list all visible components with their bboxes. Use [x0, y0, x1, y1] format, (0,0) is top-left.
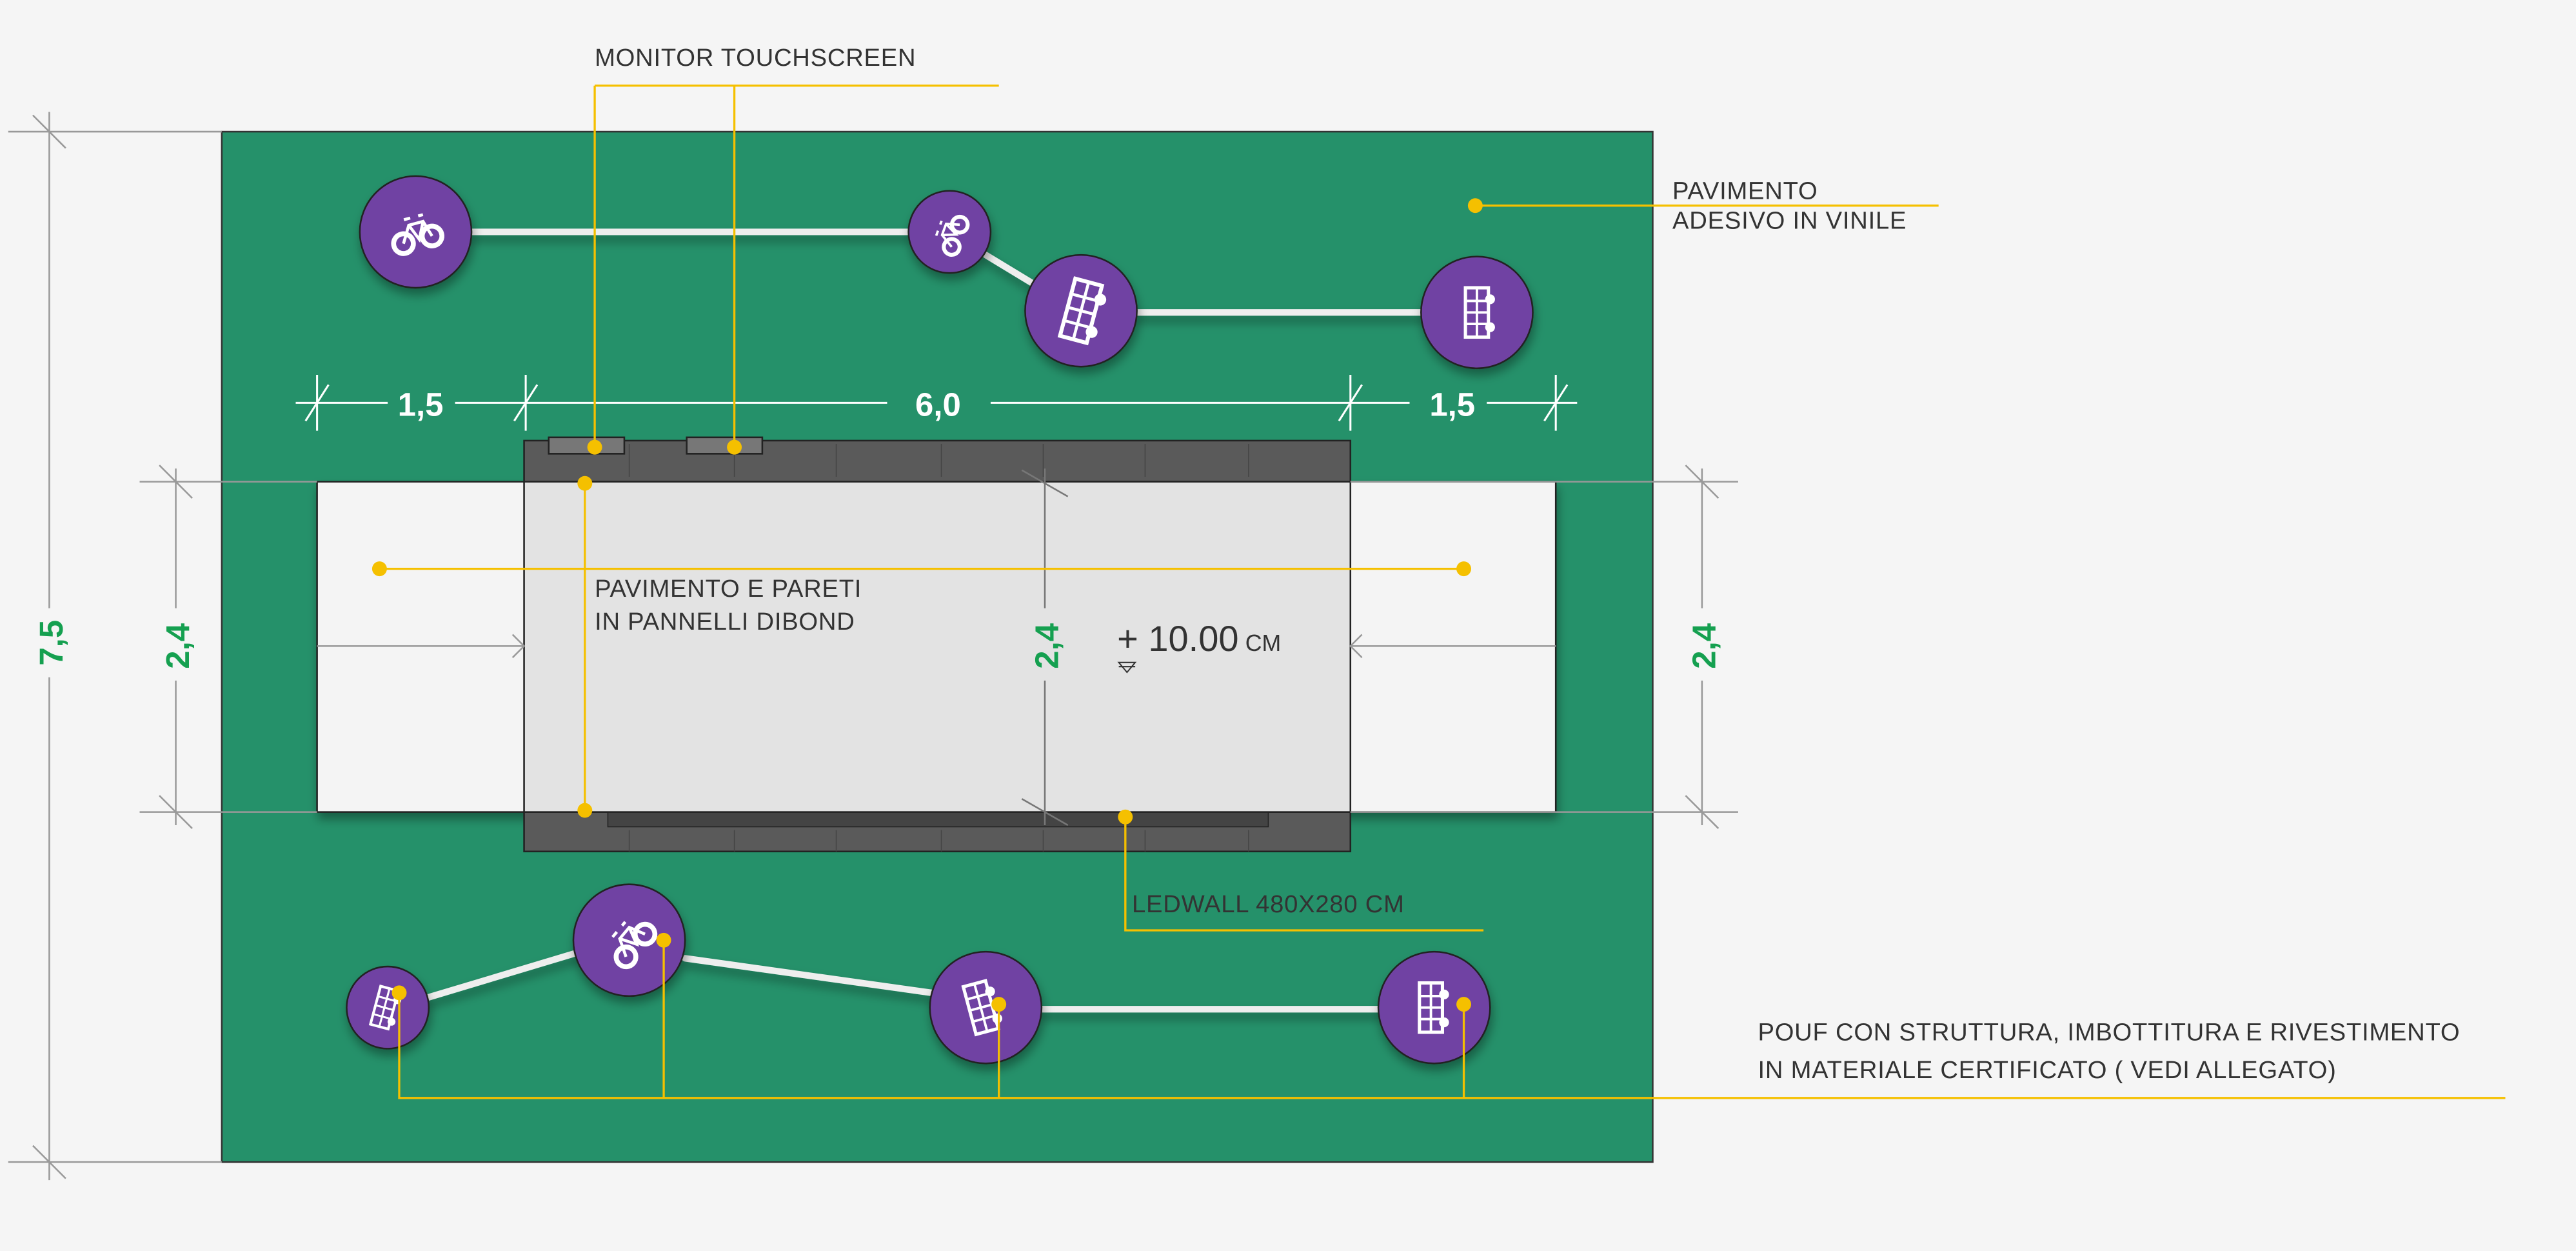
pouf-bike-top-2: [907, 190, 992, 274]
dim-left-width: 1,5: [398, 386, 444, 423]
label-vinyl-floor-2: ADESIVO IN VINILE: [1672, 206, 1907, 234]
stage-top-wall: [523, 439, 1352, 483]
level-value: + 10.00: [1117, 618, 1238, 659]
pouf-bus-bottom-3: [1377, 950, 1491, 1065]
level-unit: CM: [1245, 630, 1281, 656]
label-dibond-1: PAVIMENTO E PARETI: [595, 575, 862, 603]
label-vinyl-floor-1: PAVIMENTO: [1672, 177, 1818, 205]
pouf-bus-bottom-1: [346, 965, 430, 1050]
pouf-bus-top-2: [1420, 255, 1534, 370]
pouf-bus-bottom-2: [929, 950, 1043, 1065]
monitor-touchscreen: [548, 436, 764, 455]
stage-floor: [523, 481, 1352, 813]
label-ledwall: LEDWALL 480X280 CM: [1132, 890, 1405, 918]
pouf-bus-top-1: [1024, 254, 1138, 368]
dim-strip-depth-center: 2,4: [1028, 623, 1065, 668]
dim-strip-depth-right: 2,4: [1685, 623, 1722, 668]
label-pouf-1: POUF CON STRUTTURA, IMBOTTITURA E RIVEST…: [1758, 1019, 2460, 1046]
dim-center-width: 6,0: [915, 386, 961, 423]
pouf-bike-bottom: [572, 883, 686, 997]
level-triangle-icon: [1117, 661, 1137, 674]
dim-total-depth: 7,5: [33, 620, 70, 666]
dim-right-width: 1,5: [1429, 386, 1475, 423]
pouf-bike-top-1: [359, 175, 473, 289]
label-dibond-2: IN PANNELLI DIBOND: [595, 608, 855, 636]
dim-strip-depth-left: 2,4: [159, 623, 196, 668]
label-pouf-2: IN MATERIALE CERTIFICATO ( VEDI ALLEGATO…: [1758, 1056, 2336, 1084]
ledwall: [607, 811, 1269, 828]
label-monitor-touchscreen: MONITOR TOUCHSCREEN: [595, 44, 916, 72]
